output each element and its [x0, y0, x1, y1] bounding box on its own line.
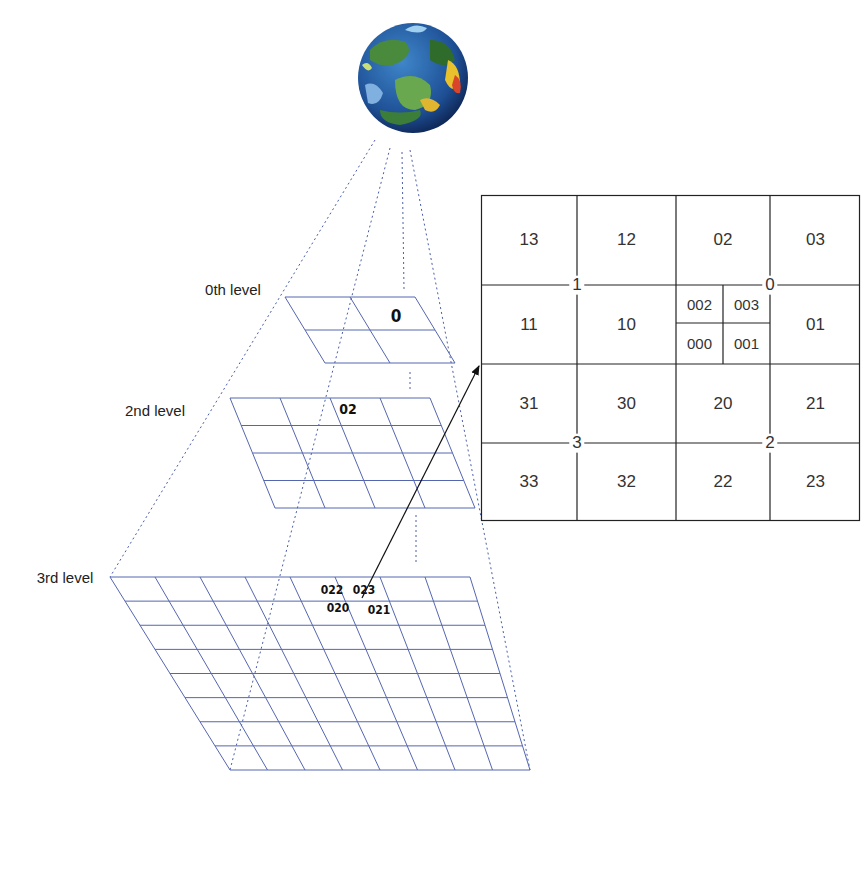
cell-code: 11	[520, 315, 538, 335]
quadtree-cell: 22	[676, 443, 770, 521]
quadtree-cell: 002	[676, 285, 723, 323]
cell-code: 01	[806, 315, 825, 335]
quadtree-cell: 32	[577, 443, 676, 521]
quadrant-label: 3	[569, 434, 584, 453]
grid-line	[350, 297, 390, 363]
cell-code: 13	[520, 230, 539, 250]
grid-line	[430, 398, 475, 508]
grid-line	[380, 398, 425, 508]
grid-line	[415, 297, 455, 363]
grid-levels	[110, 297, 530, 770]
grid-line	[425, 577, 493, 770]
cell-code: 30	[617, 394, 636, 414]
quadtree-cell: 11	[481, 285, 577, 364]
grid-line	[290, 577, 380, 770]
grid-line	[380, 577, 455, 770]
quadtree-cell: 21	[770, 364, 861, 443]
grid-line	[215, 745, 523, 746]
quadtree-cell: 001	[723, 323, 770, 364]
quadtree-cell: 12	[577, 195, 676, 285]
grid-line	[470, 577, 530, 770]
grid-line	[264, 480, 464, 481]
quadtree-cell: 20	[676, 364, 770, 443]
cell-code: 33	[520, 472, 539, 492]
quadtree-cell: 10	[577, 285, 676, 364]
projection-lines	[110, 140, 530, 770]
grid-line	[325, 363, 455, 364]
grid-line	[230, 770, 530, 771]
quadtree-cell: 000	[676, 323, 723, 364]
cell-code: 31	[520, 394, 539, 414]
cell-code: 20	[714, 394, 733, 414]
quadrant-label: 2	[762, 434, 777, 453]
cell-label: 02	[339, 402, 357, 417]
cell-code: 32	[617, 472, 636, 492]
cell-code: 002	[687, 296, 712, 313]
cell-code: 03	[806, 230, 825, 250]
cell-label: 023	[353, 584, 376, 597]
quadrant-label: 1	[569, 276, 584, 295]
quadtree-cell: 31	[481, 364, 577, 443]
quadtree-cell: 01	[770, 285, 861, 364]
grid-line	[185, 697, 508, 698]
globe	[358, 23, 468, 133]
quadtree-cell: 33	[481, 443, 577, 521]
quadtree-cell: 13	[481, 195, 577, 285]
grid-line	[275, 508, 475, 509]
cell-label: 0	[391, 307, 402, 326]
quadrant-label: 0	[762, 276, 777, 295]
cell-code: 001	[734, 335, 759, 352]
cell-code: 22	[714, 472, 733, 492]
quadtree-cell: 03	[770, 195, 861, 285]
quadtree-cell: 30	[577, 364, 676, 443]
cell-code: 12	[617, 230, 636, 250]
cell-code: 23	[806, 472, 825, 492]
cell-label: 021	[368, 604, 391, 617]
cell-label: 022	[321, 584, 344, 597]
level-label: 3rd level	[37, 570, 94, 587]
level-label: 0th level	[205, 282, 261, 299]
cell-code: 21	[806, 394, 825, 414]
quadtree-cell: 23	[770, 443, 861, 521]
grid-line	[200, 721, 515, 722]
quadtree-table	[481, 195, 860, 521]
quadtree-cell: 02	[676, 195, 770, 285]
cell-code: 000	[687, 335, 712, 352]
level-label: 2nd level	[125, 403, 185, 420]
cell-label: 020	[327, 602, 350, 615]
cell-code: 02	[714, 230, 733, 250]
cell-code: 003	[734, 296, 759, 313]
cell-code: 10	[617, 315, 636, 335]
grid-line	[330, 398, 375, 508]
zoom-arrow	[362, 366, 479, 598]
